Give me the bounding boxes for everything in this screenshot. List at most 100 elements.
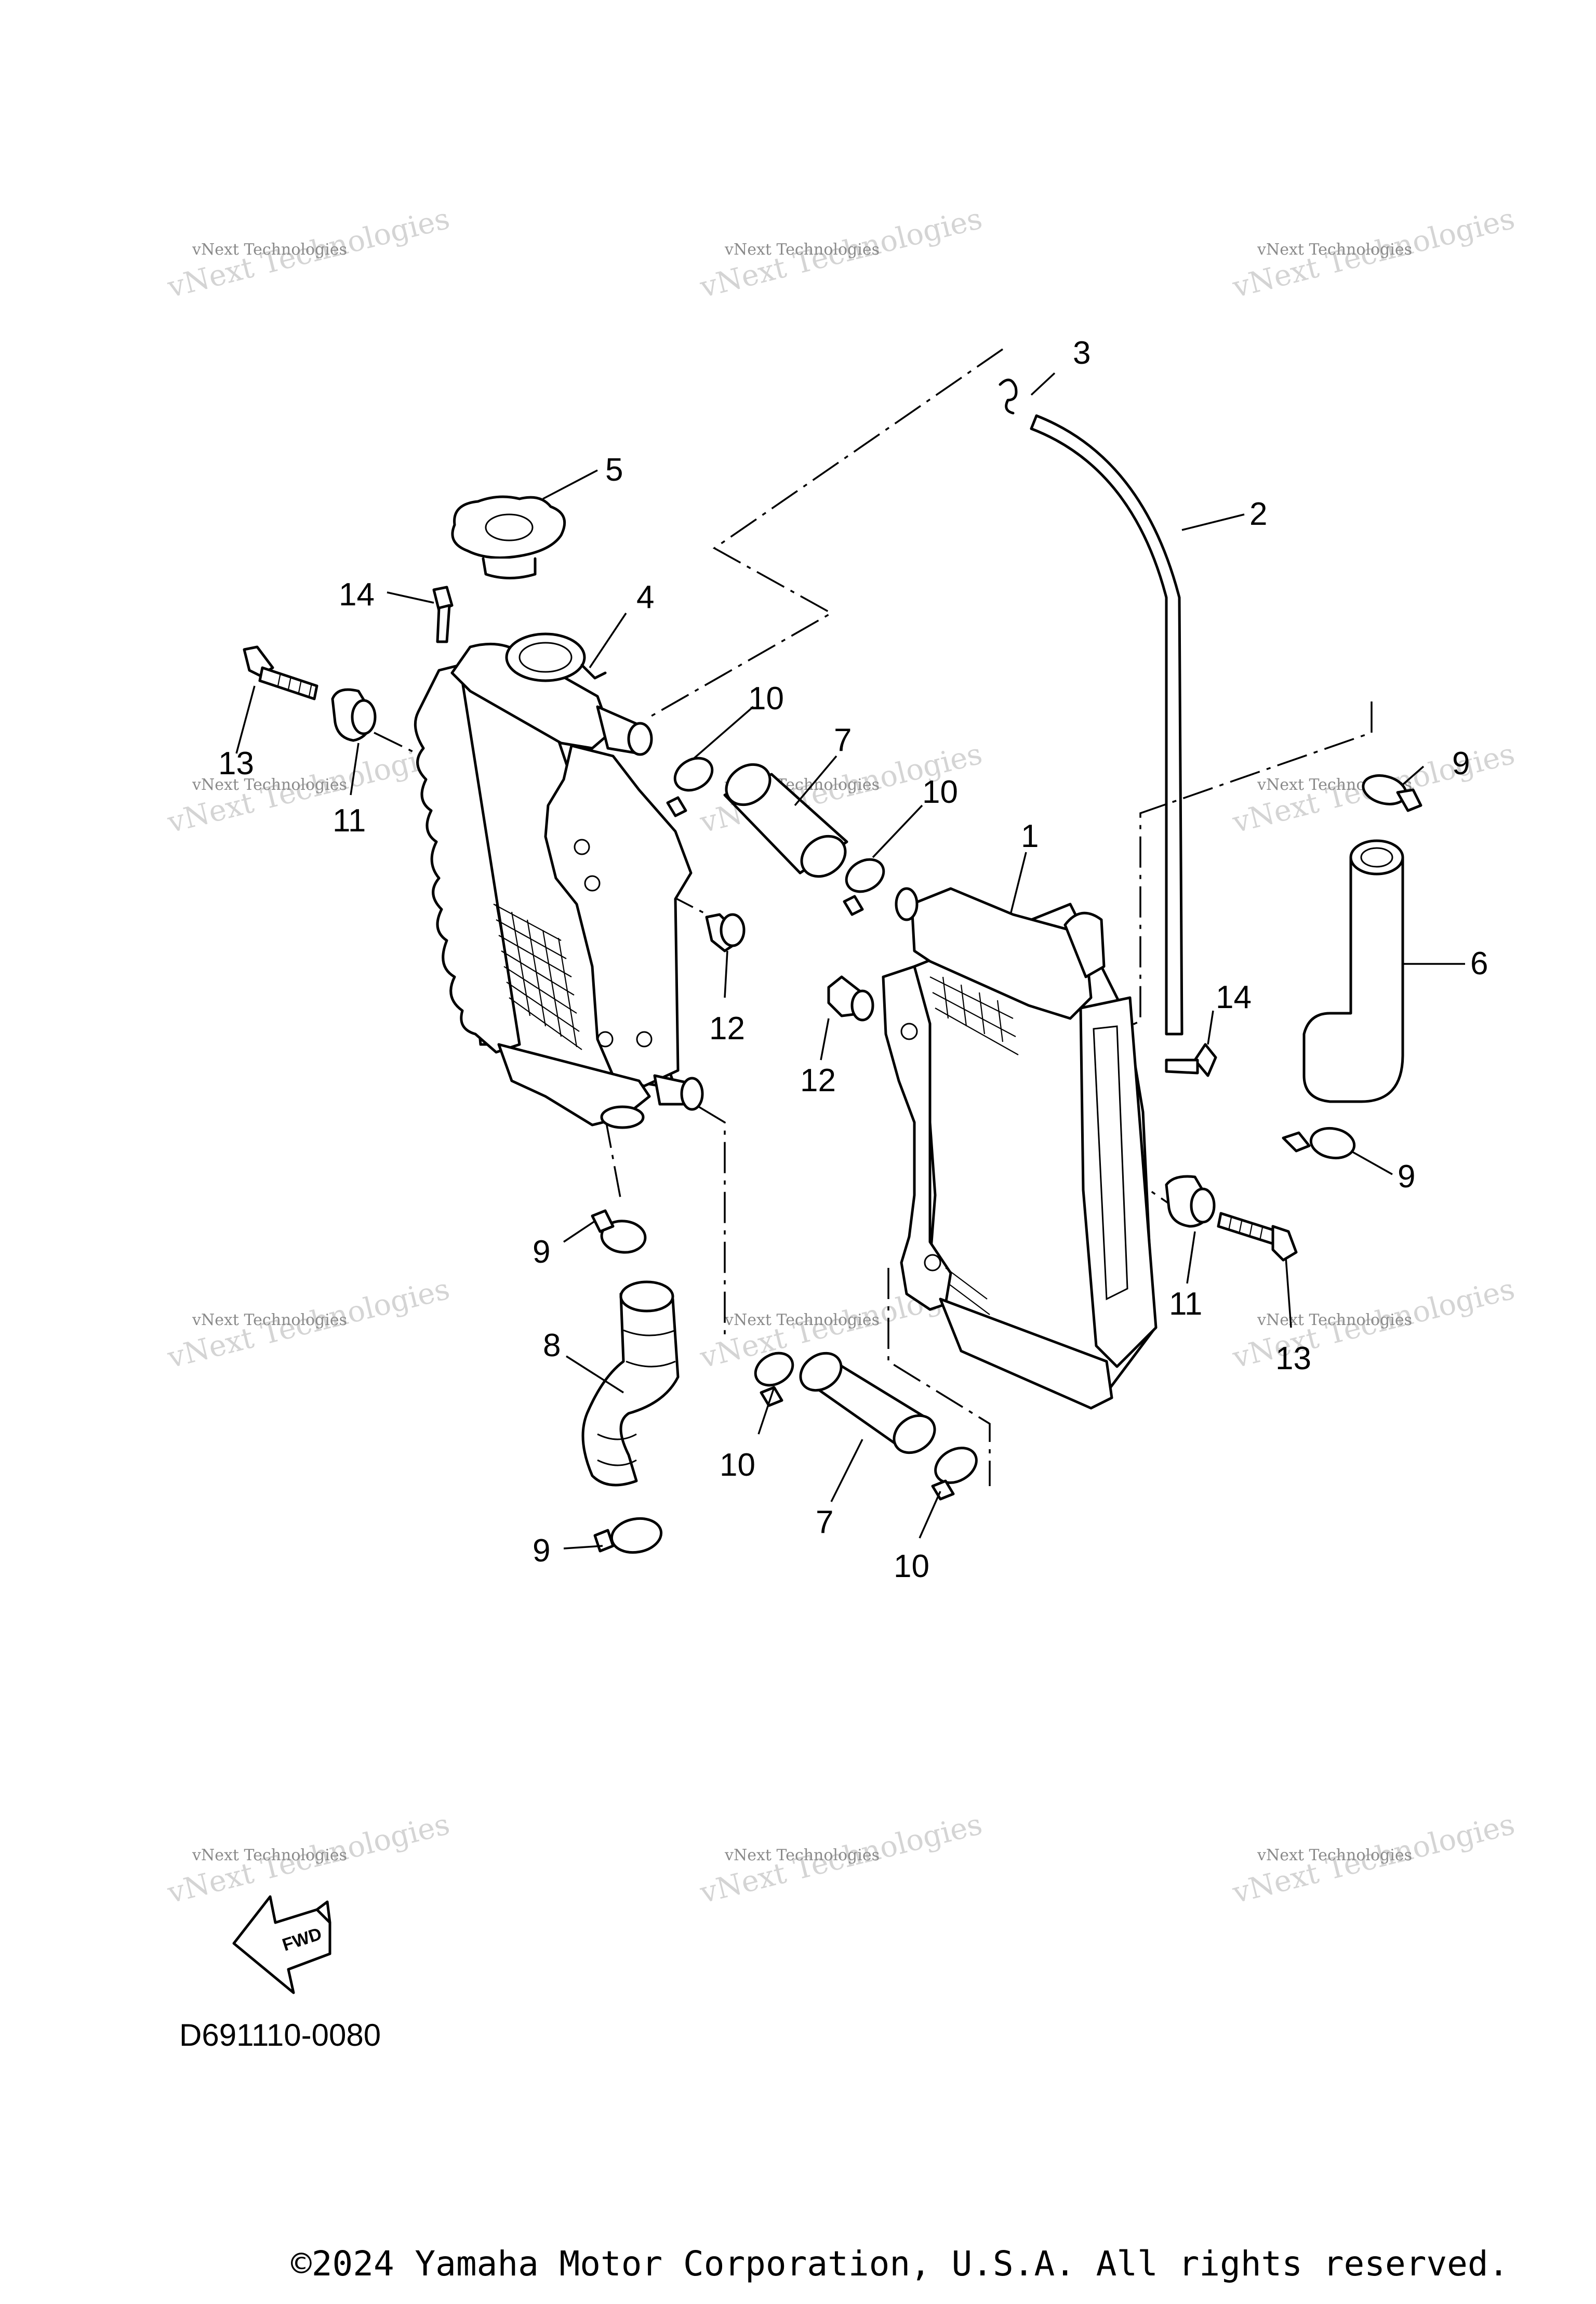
right-radiator-side-rail — [1079, 996, 1158, 1368]
callout-2: 2 — [1249, 496, 1267, 532]
clamp-band — [610, 1517, 663, 1554]
watermark-text-small: vNext Technologies — [1257, 1846, 1412, 1864]
watermark-text-small: vNext Technologies — [724, 1311, 880, 1329]
short-hose-lower — [799, 1352, 936, 1454]
right-hose-top-end — [1349, 839, 1404, 876]
right-radiator-side-rail-slot — [1093, 1025, 1128, 1301]
callout-13-right: 13 — [1275, 1341, 1311, 1376]
bracket-hole — [900, 1023, 918, 1040]
watermark: vNext Technologies vNext Technologies — [1229, 1807, 1518, 1910]
left-radiator-filler-neck — [505, 632, 586, 682]
flange-bolt-thread — [277, 672, 313, 697]
right-radiator — [882, 887, 1158, 1410]
collar-flange — [850, 989, 874, 1022]
callout-13-left: 13 — [218, 746, 254, 782]
left-radiator-side-outlet-end — [680, 1077, 704, 1111]
watermark: vNext Technologies vNext Technologies — [1229, 1272, 1518, 1375]
clamp-screw — [1282, 1131, 1311, 1153]
left-lower-hose-body — [581, 1288, 680, 1487]
bracket-hole — [636, 1031, 653, 1048]
left-radiator-side-tank — [414, 664, 521, 1054]
overflow-hose-end — [1030, 414, 1038, 430]
short-hose-end — [799, 1352, 843, 1392]
callout-8: 8 — [543, 1328, 561, 1363]
callout-10-lower-right: 10 — [894, 1548, 929, 1584]
callout-12-right: 12 — [800, 1063, 836, 1098]
collar-right — [827, 975, 874, 1022]
fwd-arrow-depth — [315, 1900, 331, 1924]
callout-11-left: 11 — [332, 803, 366, 839]
clamp-band — [673, 757, 714, 792]
watermark: vNext Technologies vNext Technologies — [164, 202, 453, 304]
right-radiator-core-fins — [929, 976, 1019, 1315]
clamp-screw — [931, 1479, 955, 1501]
callout-9-left-upper: 9 — [533, 1234, 550, 1270]
short-hose-upper — [723, 763, 848, 878]
callout-14-right: 14 — [1216, 979, 1252, 1015]
clamp-band — [1309, 1127, 1356, 1160]
callout-3: 3 — [1073, 335, 1090, 371]
grommet-face — [1190, 1187, 1216, 1224]
fwd-arrow-icon: FWD — [232, 1895, 331, 1994]
hose-clamp — [754, 1352, 794, 1407]
watermark-text-small: vNext Technologies — [1257, 241, 1412, 259]
left-radiator-lower-outlet — [600, 1105, 645, 1129]
right-hose-top-bore — [1360, 847, 1393, 868]
left-radiator-upper-outlet-end — [627, 722, 653, 756]
clamp-screw — [843, 895, 864, 916]
radiator-cap — [451, 495, 566, 579]
left-radiator-core-fins — [493, 904, 582, 1050]
bracket-hole — [584, 875, 601, 892]
short-hose-end — [800, 835, 847, 878]
copyright-notice: ©2024 Yamaha Motor Corporation, U.S.A. A… — [291, 2244, 1509, 2284]
assembly-line-lower-right — [887, 1268, 991, 1486]
watermark-text-small: vNext Technologies — [724, 241, 880, 259]
bolt-14-left — [432, 586, 454, 643]
bolt-head — [1193, 1043, 1217, 1077]
callout-9-left-lower: 9 — [533, 1533, 550, 1569]
radiator-cap-center — [485, 513, 534, 541]
left-lower-hose-end — [619, 1280, 674, 1313]
flange-bolt-head — [1271, 1225, 1298, 1262]
watermark: vNext Technologies vNext Technologies — [164, 1807, 453, 1910]
grommet-face — [351, 699, 377, 735]
callout-14-left: 14 — [339, 577, 375, 613]
callouts: 3 2 5 4 14 13 11 10 7 10 1 12 12 9 6 14 … — [218, 335, 1488, 1584]
right-radiator-top-tank — [910, 887, 1093, 1020]
right-hose-body — [1302, 856, 1404, 1103]
hose-clamp — [931, 1447, 978, 1501]
radiator-cap-skirt — [482, 557, 537, 579]
bolt-shank — [1165, 1058, 1199, 1075]
watermark-text-small: vNext Technologies — [1257, 1311, 1412, 1329]
callout-7-lower: 7 — [816, 1504, 833, 1540]
collar-left — [705, 913, 746, 952]
callout-1: 1 — [1021, 818, 1039, 854]
watermark: vNext Technologies vNext Technologies — [696, 1807, 985, 1910]
right-radiator-upper-inlet — [895, 887, 919, 921]
short-hose-end — [725, 763, 772, 806]
watermark: vNext Technologies vNext Technologies — [164, 1272, 453, 1375]
clamp-band — [845, 858, 885, 893]
left-lower-hose-ribs — [597, 1329, 676, 1466]
bolt-14-right — [1165, 1043, 1217, 1077]
clamp-band — [600, 1220, 647, 1254]
flange-bolt-right — [1217, 1212, 1298, 1262]
assembly-line-outlet-left — [604, 1117, 622, 1201]
clamp-band — [934, 1447, 978, 1484]
flange-bolt-thread — [1228, 1217, 1264, 1241]
callout-10-lower-left: 10 — [720, 1447, 755, 1483]
left-radiator-filler-neck-inner — [518, 642, 573, 673]
hose-clamp — [843, 858, 885, 916]
bracket-hole — [574, 839, 590, 855]
assembly-line-lower-left — [698, 1106, 726, 1341]
grommet-left — [331, 688, 377, 742]
callout-10-upper-left: 10 — [748, 681, 784, 717]
watermark-text-small: vNext Technologies — [192, 241, 347, 259]
callout-12-left: 12 — [709, 1011, 745, 1047]
grommet-right — [1165, 1175, 1216, 1228]
right-radiator-upper-neck — [1063, 911, 1106, 978]
clamp-screw — [666, 796, 687, 817]
hose-clamp — [1282, 1127, 1356, 1160]
overflow-hose — [1030, 414, 1183, 1036]
assembly-line-hose-filler — [649, 348, 1003, 718]
